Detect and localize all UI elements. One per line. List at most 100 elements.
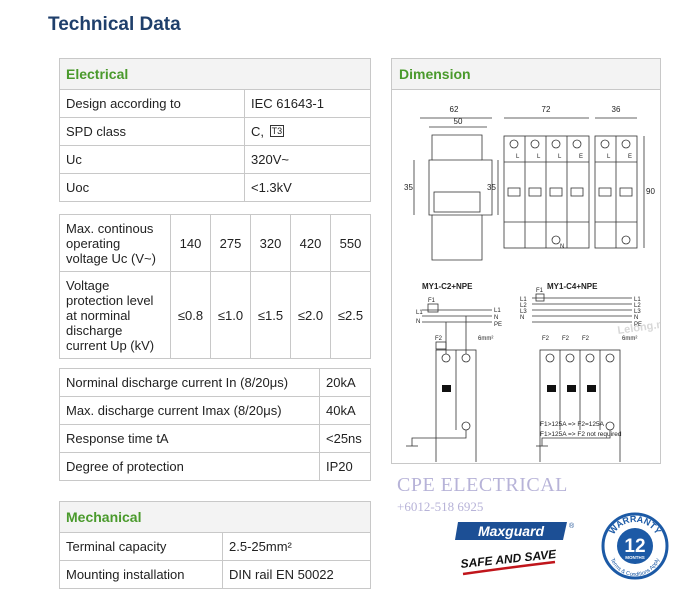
maxguard-logo: Maxguard ® SAFE AND SAVE (455, 522, 575, 576)
l1-label: L1 (416, 310, 423, 316)
table-row: SPD class C, T3 (59, 117, 371, 146)
n-label: N (634, 315, 638, 321)
row-label: Uoc (59, 173, 245, 202)
up-cell: ≤0.8 (170, 271, 211, 359)
table-row: Design according to IEC 61643-1 (59, 89, 371, 118)
pe-label: PE (634, 322, 642, 328)
l3-label: L3 (520, 309, 527, 315)
dim-35b: 35 (487, 183, 496, 192)
dim-50: 50 (454, 117, 463, 126)
warranty-number: 12 (624, 536, 645, 557)
logo-name: Maxguard (478, 523, 545, 539)
row-value: IEC 61643-1 (244, 89, 371, 118)
row-value: 20kA (319, 368, 371, 397)
voltage-table: Max. continous operating voltage Uc (V~)… (59, 214, 371, 359)
row-value: <25ns (319, 424, 371, 453)
note-2: F1>125A => F2 not required (540, 431, 622, 438)
uc-cell: 320 (250, 214, 291, 272)
discharge-table: Norminal discharge current In (8/20μs) 2… (59, 368, 371, 481)
row-label: Max. continous operating voltage Uc (V~) (59, 214, 171, 272)
dimension-header: Dimension (392, 59, 660, 90)
table-row: Voltage protection level at norminal dis… (59, 271, 371, 359)
l1-label: L1 (520, 297, 527, 303)
row-value: 2.5-25mm² (222, 532, 371, 561)
table-row: Uoc <1.3kV (59, 173, 371, 202)
table-row: Norminal discharge current In (8/20μs) 2… (59, 368, 371, 397)
dim-90: 90 (646, 187, 655, 196)
uc-cell: 550 (330, 214, 371, 272)
row-label: Mounting installation (59, 560, 223, 589)
logo-reg: ® (569, 522, 575, 530)
dim-72: 72 (542, 105, 551, 114)
term-label: L (516, 154, 520, 160)
diagram-left-title: MY1-C2+NPE (422, 282, 473, 291)
spd-class-value: C, (251, 124, 264, 139)
warranty-badge: WARRANTY Terms & Conditions Apply 12 MON… (601, 512, 669, 580)
row-label: Uc (59, 145, 245, 174)
f2-label: F2 (582, 336, 590, 342)
up-cell: ≤2.5 (330, 271, 371, 359)
uc-cell: 275 (210, 214, 251, 272)
row-label: Terminal capacity (59, 532, 223, 561)
slogan-swoosh (462, 560, 556, 576)
watermark: Lelong.my (617, 317, 660, 337)
term-label: N (560, 244, 564, 250)
mm-label: 6mm² (622, 336, 637, 342)
up-cell: ≤1.5 (250, 271, 291, 359)
term-label: E (628, 154, 632, 160)
up-cell: ≤1.0 (210, 271, 251, 359)
n-label: N (494, 315, 498, 321)
dim-36: 36 (612, 105, 621, 114)
term-label: E (579, 154, 583, 160)
row-label: Degree of protection (59, 452, 320, 481)
note-1: F1>125A => F2=125A (540, 421, 605, 428)
l1-label: L1 (494, 308, 501, 314)
term-label: L (558, 154, 562, 160)
uc-cell: 140 (170, 214, 211, 272)
electrical-header: Electrical (59, 58, 371, 90)
l3-label: L3 (634, 309, 641, 315)
n-label: N (520, 315, 524, 321)
row-label: Design according to (59, 89, 245, 118)
row-value: 320V~ (244, 145, 371, 174)
row-label: Voltage protection level at norminal dis… (59, 271, 171, 359)
row-value: 40kA (319, 396, 371, 425)
dimension-drawing: 62 50 72 36 35 35 90 L L L E L E N MY1-C… (404, 105, 660, 462)
company-phone: +6012-518 6925 (397, 499, 484, 514)
table-row: Max. discharge current Imax (8/20μs) 40k… (59, 396, 371, 425)
row-value: C, T3 (244, 117, 371, 146)
row-value: <1.3kV (244, 173, 371, 202)
row-label: SPD class (59, 117, 245, 146)
f2-label: F2 (542, 336, 550, 342)
mechanical-table: Mechanical Terminal capacity 2.5-25mm² M… (59, 501, 371, 589)
table-row: Terminal capacity 2.5-25mm² (59, 532, 371, 561)
t3-badge: T3 (269, 125, 285, 137)
table-row: Mounting installation DIN rail EN 50022 (59, 560, 371, 589)
company-name: CPE ELECTRICAL (397, 474, 568, 496)
table-row: Response time tA <25ns (59, 424, 371, 453)
f1-label: F1 (536, 288, 544, 294)
term-label: L (607, 154, 611, 160)
table-row: Uc 320V~ (59, 145, 371, 174)
f2-label: F2 (435, 336, 443, 342)
page-title: Technical Data (48, 14, 181, 35)
row-label: Norminal discharge current In (8/20μs) (59, 368, 320, 397)
l1-label: L1 (634, 297, 641, 303)
dim-62: 62 (450, 105, 459, 114)
n-label: N (416, 319, 420, 325)
pe-label: PE (494, 322, 502, 328)
dimension-panel: Dimension (391, 58, 661, 464)
electrical-table: Electrical Design according to IEC 61643… (59, 58, 371, 202)
diagram-right-title: MY1-C4+NPE (547, 282, 598, 291)
mm-label: 6mm² (478, 336, 493, 342)
row-value: DIN rail EN 50022 (222, 560, 371, 589)
mechanical-header: Mechanical (59, 501, 371, 533)
term-label: L (537, 154, 541, 160)
up-cell: ≤2.0 (290, 271, 331, 359)
f2-label: F2 (562, 336, 570, 342)
row-value: IP20 (319, 452, 371, 481)
row-label: Max. discharge current Imax (8/20μs) (59, 396, 320, 425)
uc-cell: 420 (290, 214, 331, 272)
f1-label: F1 (428, 298, 436, 304)
l2-label: L2 (520, 303, 527, 309)
